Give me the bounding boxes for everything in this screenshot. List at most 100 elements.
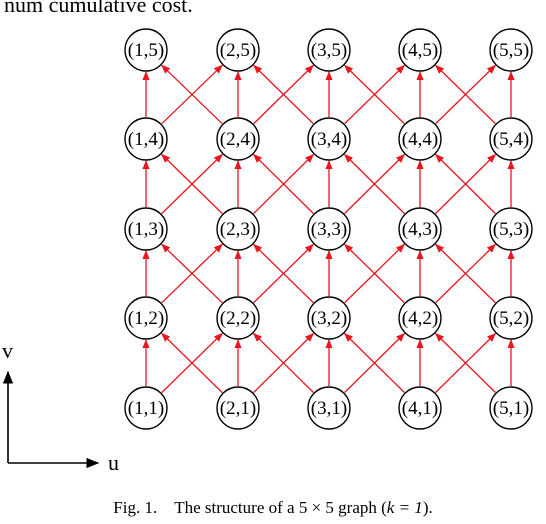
edge-3-3-to-2-4 xyxy=(252,153,314,214)
node-label: (4,1) xyxy=(402,398,438,419)
node-2-4: (2,4) xyxy=(216,117,260,161)
u-axis-label: u xyxy=(108,450,119,475)
node-label: (5,4) xyxy=(493,129,529,150)
node-circle xyxy=(398,386,442,430)
node-1-3: (1,3) xyxy=(124,207,168,251)
node-label: (2,2) xyxy=(220,308,256,329)
node-circle xyxy=(124,207,168,251)
figure-caption: Fig. 1. The structure of a 5 × 5 graph (… xyxy=(0,498,546,518)
node-3-3: (3,3) xyxy=(307,207,351,251)
node-4-2: (4,2) xyxy=(398,296,442,340)
node-circle xyxy=(124,117,168,161)
edge-2-1-to-1-2 xyxy=(161,332,223,394)
node-label: (1,1) xyxy=(128,398,164,419)
edge-4-1-to-3-2 xyxy=(343,332,405,393)
node-label: (3,5) xyxy=(311,40,347,61)
node-circle xyxy=(216,117,260,161)
edge-4-4-to-3-5 xyxy=(344,64,405,125)
node-circle xyxy=(124,296,168,340)
nodes-layer: (1,1) (1,2) (1,3) (1,4) (1,5) (2,1) (2,2) (2,3)… xyxy=(124,28,533,430)
node-5-1: (5,1) xyxy=(489,386,533,430)
edge-5-3-to-4-4 xyxy=(434,153,496,214)
node-circle xyxy=(307,28,351,72)
node-circle xyxy=(124,386,168,430)
node-circle xyxy=(307,207,351,251)
node-2-2: (2,2) xyxy=(216,296,260,340)
node-5-4: (5,4) xyxy=(489,117,533,161)
graph-diagram: num cumulative cost. (1,1) (1,2) (1,3) (1,4… xyxy=(2,0,533,475)
node-2-3: (2,3) xyxy=(216,207,260,251)
node-circle xyxy=(307,296,351,340)
node-label: (5,1) xyxy=(493,398,529,419)
node-circle xyxy=(489,296,533,340)
caption-suffix: ). xyxy=(422,498,433,517)
edge-2-2-to-1-3 xyxy=(161,243,223,304)
node-circle xyxy=(216,207,260,251)
node-circle xyxy=(398,296,442,340)
axis-indicator: v u xyxy=(2,338,119,475)
v-axis-label: v xyxy=(2,338,13,363)
caption-text: The structure of a 5 × 5 graph ( xyxy=(174,498,387,517)
edge-5-1-to-4-2 xyxy=(434,332,496,393)
node-1-4: (1,4) xyxy=(124,117,168,161)
node-label: (1,2) xyxy=(128,308,164,329)
edge-3-2-to-2-3 xyxy=(253,243,314,304)
edge-3-1-to-2-2 xyxy=(252,332,314,393)
node-circle xyxy=(489,28,533,72)
node-3-5: (3,5) xyxy=(307,28,351,72)
caption-k-expr: k = 1 xyxy=(386,498,423,517)
node-3-2: (3,2) xyxy=(307,296,351,340)
node-4-4: (4,4) xyxy=(398,117,442,161)
node-label: (4,4) xyxy=(402,129,438,150)
caption-prefix: Fig. 1. xyxy=(113,498,158,517)
node-5-5: (5,5) xyxy=(489,28,533,72)
cropped-text-top: num cumulative cost. xyxy=(4,0,193,17)
node-circle xyxy=(216,28,260,72)
node-label: (4,2) xyxy=(402,308,438,329)
node-label: (3,2) xyxy=(311,308,347,329)
node-4-1: (4,1) xyxy=(398,386,442,430)
node-label: (2,5) xyxy=(220,40,256,61)
edge-2-3-to-1-4 xyxy=(161,153,223,215)
node-circle xyxy=(216,296,260,340)
node-circle xyxy=(398,207,442,251)
edge-4-3-to-3-4 xyxy=(343,153,405,214)
node-5-3: (5,3) xyxy=(489,207,533,251)
node-label: (4,5) xyxy=(402,40,438,61)
edge-5-4-to-4-5 xyxy=(435,64,496,125)
node-label: (5,5) xyxy=(493,40,529,61)
node-circle xyxy=(216,386,260,430)
edge-5-2-to-4-3 xyxy=(435,243,496,304)
node-label: (3,1) xyxy=(311,398,347,419)
node-circle xyxy=(489,117,533,161)
edge-4-2-to-3-3 xyxy=(344,243,405,304)
node-label: (1,5) xyxy=(128,40,164,61)
node-circle xyxy=(489,386,533,430)
edge-3-4-to-2-5 xyxy=(253,64,314,125)
node-5-2: (5,2) xyxy=(489,296,533,340)
node-label: (3,3) xyxy=(311,219,347,240)
edges-layer xyxy=(142,64,515,394)
node-3-1: (3,1) xyxy=(307,386,351,430)
node-label: (5,2) xyxy=(493,308,529,329)
node-circle xyxy=(307,117,351,161)
node-circle xyxy=(124,28,168,72)
node-label: (2,1) xyxy=(220,398,256,419)
node-label: (1,3) xyxy=(128,219,164,240)
node-circle xyxy=(398,117,442,161)
node-circle xyxy=(398,28,442,72)
node-label: (2,3) xyxy=(220,219,256,240)
node-2-5: (2,5) xyxy=(216,28,260,72)
node-label: (3,4) xyxy=(311,129,347,150)
node-1-2: (1,2) xyxy=(124,296,168,340)
node-label: (4,3) xyxy=(402,219,438,240)
node-label: (1,4) xyxy=(128,129,164,150)
node-2-1: (2,1) xyxy=(216,386,260,430)
node-label: (5,3) xyxy=(493,219,529,240)
node-circle xyxy=(489,207,533,251)
node-circle xyxy=(307,386,351,430)
edge-2-4-to-1-5 xyxy=(161,64,223,125)
node-4-5: (4,5) xyxy=(398,28,442,72)
node-1-1: (1,1) xyxy=(124,386,168,430)
node-1-5: (1,5) xyxy=(124,28,168,72)
